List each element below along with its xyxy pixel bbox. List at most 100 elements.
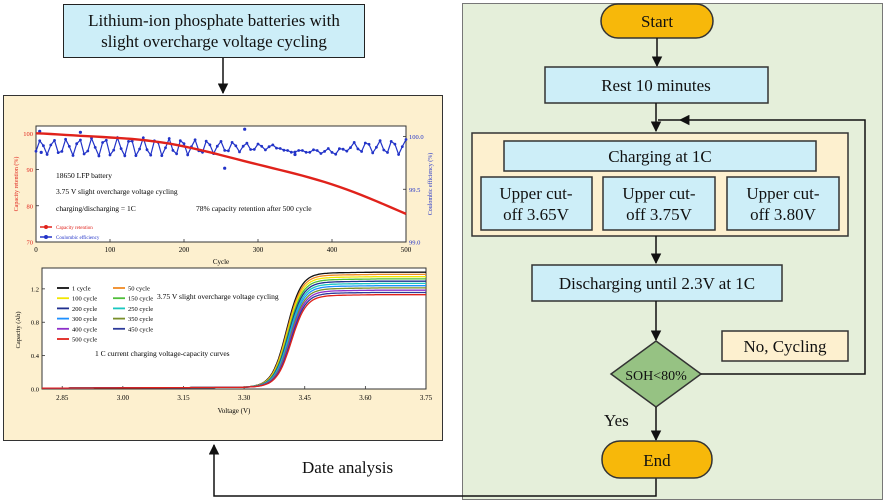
top-annot-battery: 18650 LFP battery [56,171,112,180]
bottom-y-tick-2: 0.8 [31,320,39,327]
ce-point [130,139,134,143]
ce-point [104,138,108,142]
soh-decision-label: SOH<80% [625,369,687,384]
ce-point [86,149,90,153]
charging-node [503,140,817,172]
legend-label-250-cycle: 250 cycle [128,306,153,313]
bottom-x-tick-3: 3.30 [238,394,251,402]
bottom-x-tick-1: 3.00 [117,394,130,402]
ce-point [330,151,334,154]
bottom-y-tick-0: 0.0 [31,387,39,394]
ce-point [323,150,326,153]
ce-point [238,150,241,154]
top-chart-frame [35,125,407,243]
ce-point [371,151,375,155]
ce-point [93,146,97,149]
source-line-1: Lithium-ion phosphate batteries with [88,11,340,30]
ce-point [38,139,42,143]
ce-point [293,150,297,154]
ce-point [297,149,301,152]
ce-point [75,142,79,146]
ce-point [338,147,341,151]
end-label: End [643,451,671,470]
ce-point [67,145,71,148]
top-yl-tick-3: 100 [23,131,33,138]
ce-point [319,152,323,155]
no-cycling-label: No, Cycling [743,337,827,356]
curve-500-cycle [42,294,426,389]
ce-point [275,146,278,150]
ce-point [82,152,86,156]
top-x-tick-4: 400 [327,246,338,254]
cutoff-380-node [726,176,840,231]
date-analysis-label: Date analysis [302,458,394,477]
legend-label-100-cycle: 100 cycle [72,296,97,303]
top-x-tick-0: 0 [34,246,38,254]
top-yr-tick-0: 99.0 [409,240,420,247]
top-annot-retention: 78% capacity retention after 500 cycle [196,204,312,213]
ce-point [60,150,64,153]
ce-point [271,143,275,147]
bottom-y-label: Capacity (Ah) [15,311,22,348]
ce-point [164,146,167,150]
ce-point [352,141,356,144]
top-x-tick-3: 300 [253,246,264,254]
discharging-label: Discharging until 2.3V at 1C [559,274,755,293]
ce-point [123,154,127,158]
ce-point [186,153,190,157]
ce-point [215,144,219,148]
ce-point [134,154,138,158]
ce-point [334,152,338,156]
ce-point [282,148,286,152]
ce-point [360,150,363,153]
ce-point [56,151,60,155]
ce-point [267,145,271,149]
top-yr-tick-1: 99.5 [409,187,420,194]
ce-outlier [39,150,43,154]
top-x-tick-1: 100 [105,246,116,254]
charging-label: Charging at 1C [608,147,712,166]
ce-point [167,137,171,140]
legend-label-350-cycle: 350 cycle [128,316,153,323]
ce-point [112,148,116,152]
end-to-analysis-arrow [208,443,657,497]
ce-point [308,150,312,154]
ce-point [375,145,378,149]
ce-point [204,139,208,143]
ce-point [345,149,349,153]
ce-point [34,149,38,153]
capacity-retention-series [35,132,407,216]
ce-point [97,154,101,158]
ce-point [245,141,249,145]
start-label: Start [641,12,673,31]
bottom-annot-cycling: 3.75 V slight overcharge voltage cycling [157,292,279,301]
ce-point [171,149,175,152]
ce-point [393,142,397,146]
ce-point [252,148,256,151]
top-x-tick-2: 200 [179,246,190,254]
ce-point [141,136,145,140]
ce-point [64,137,67,141]
ce-point [367,142,371,146]
ce-point [127,140,130,143]
cutoff-365-node [480,176,593,231]
ce-point [286,149,289,152]
ce-point [356,147,360,151]
ce-point [404,138,408,141]
top-annot-rate: charging/discharging = 1C [56,204,136,213]
ce-point [249,148,253,151]
ce-point [256,142,260,146]
ce-point [227,149,230,153]
ce-point [193,138,197,142]
cutoff-375-line2: off 3.75V [626,205,693,224]
ce-point [326,147,330,150]
ce-point [389,140,393,143]
cutoff-380-line2: off 3.80V [750,205,817,224]
legend-coulombic-label: Coulombic efficiency [56,236,100,241]
ce-point [315,149,319,152]
ce-outlier [243,127,247,131]
bottom-annot-curves: 1 C current charging voltage-capacity cu… [95,349,230,358]
rest-label: Rest 10 minutes [601,76,711,95]
legend-label-150-cycle: 150 cycle [128,296,153,303]
